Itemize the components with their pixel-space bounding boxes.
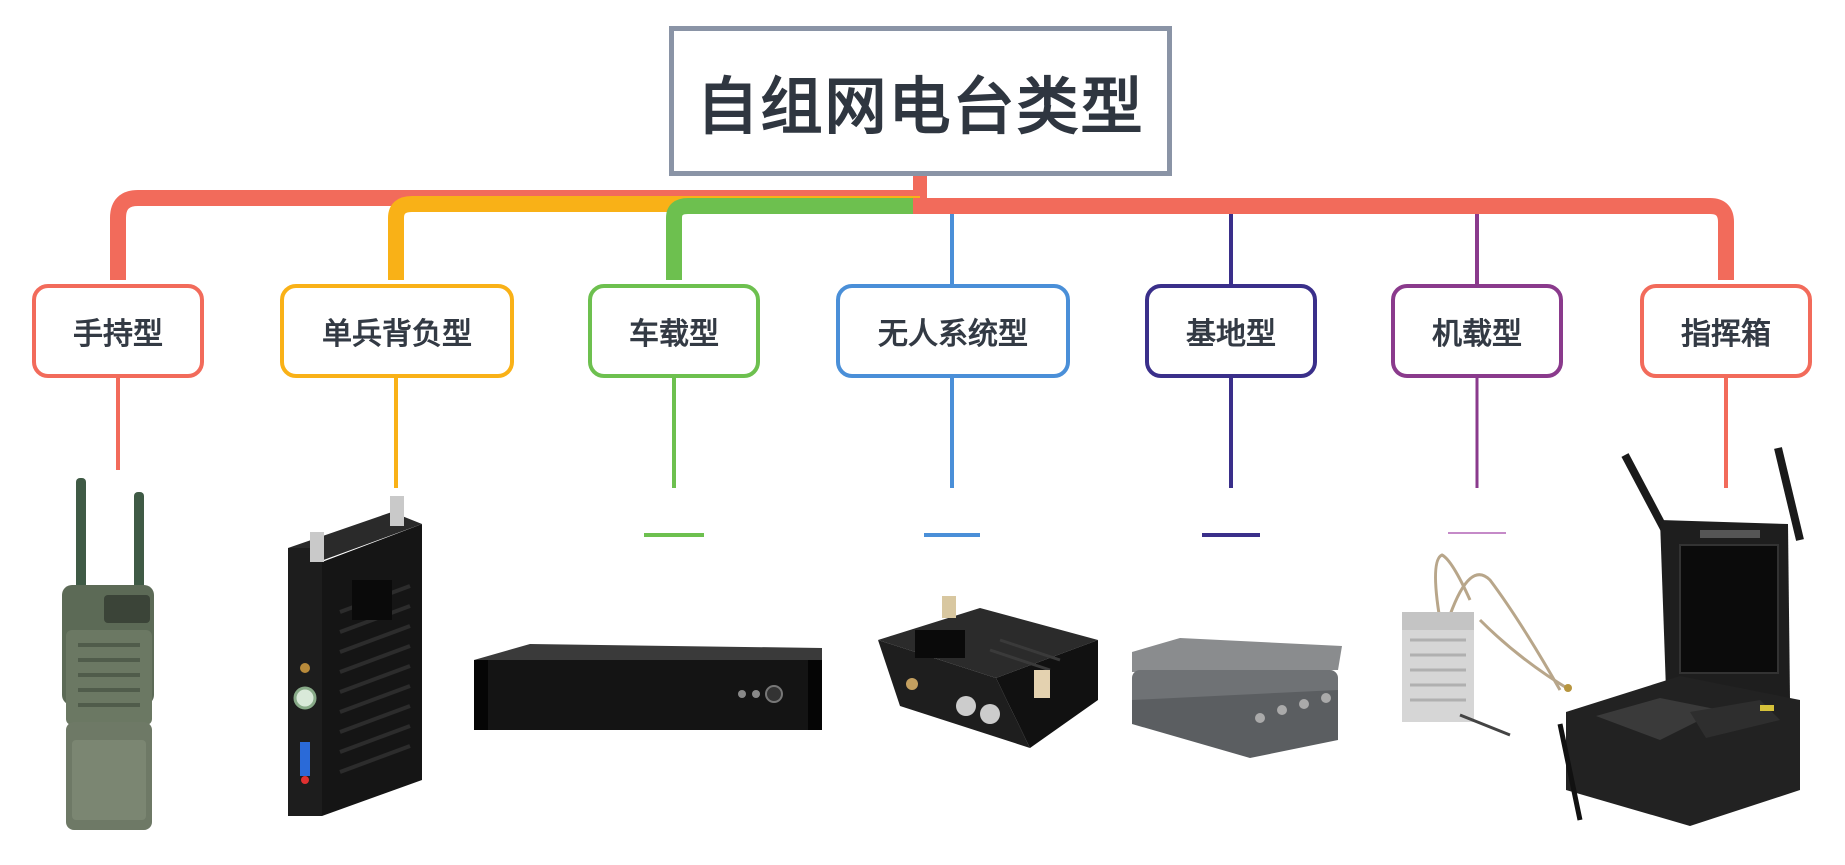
category-box-airborne: 机载型: [1391, 284, 1563, 378]
base-station-radio-image: [1132, 638, 1342, 758]
bus-red-left: [110, 190, 920, 280]
command-case-image: [1557, 447, 1804, 826]
rackmount-vehicle-radio-image: [474, 644, 822, 730]
root-title: 自组网电台类型: [696, 70, 1145, 143]
manpack-radio-image: [288, 496, 422, 816]
category-label-command: 指挥箱: [1681, 317, 1771, 352]
category-label-unmanned: 无人系统型: [878, 317, 1028, 352]
category-box-vehicle: 车载型: [588, 284, 760, 378]
category-box-command: 指挥箱: [1640, 284, 1812, 378]
category-box-manpack: 单兵背负型: [280, 284, 514, 378]
bus-red-right: [913, 198, 1734, 280]
bus-orange: [388, 196, 920, 280]
uav-radio-module-image: [878, 596, 1098, 748]
category-box-unmanned: 无人系统型: [836, 284, 1070, 378]
category-label-vehicle: 车载型: [629, 317, 719, 352]
bus-green: [666, 198, 920, 280]
category-box-base: 基地型: [1145, 284, 1317, 378]
root-title-box: 自组网电台类型: [669, 26, 1172, 176]
category-label-handheld: 手持型: [73, 317, 163, 352]
airborne-radio-module-image: [1402, 553, 1572, 737]
category-label-airborne: 机载型: [1432, 317, 1522, 352]
handheld-radio-image: [62, 478, 154, 830]
category-box-handheld: 手持型: [32, 284, 204, 378]
category-label-base: 基地型: [1186, 317, 1276, 352]
category-label-manpack: 单兵背负型: [322, 317, 472, 352]
